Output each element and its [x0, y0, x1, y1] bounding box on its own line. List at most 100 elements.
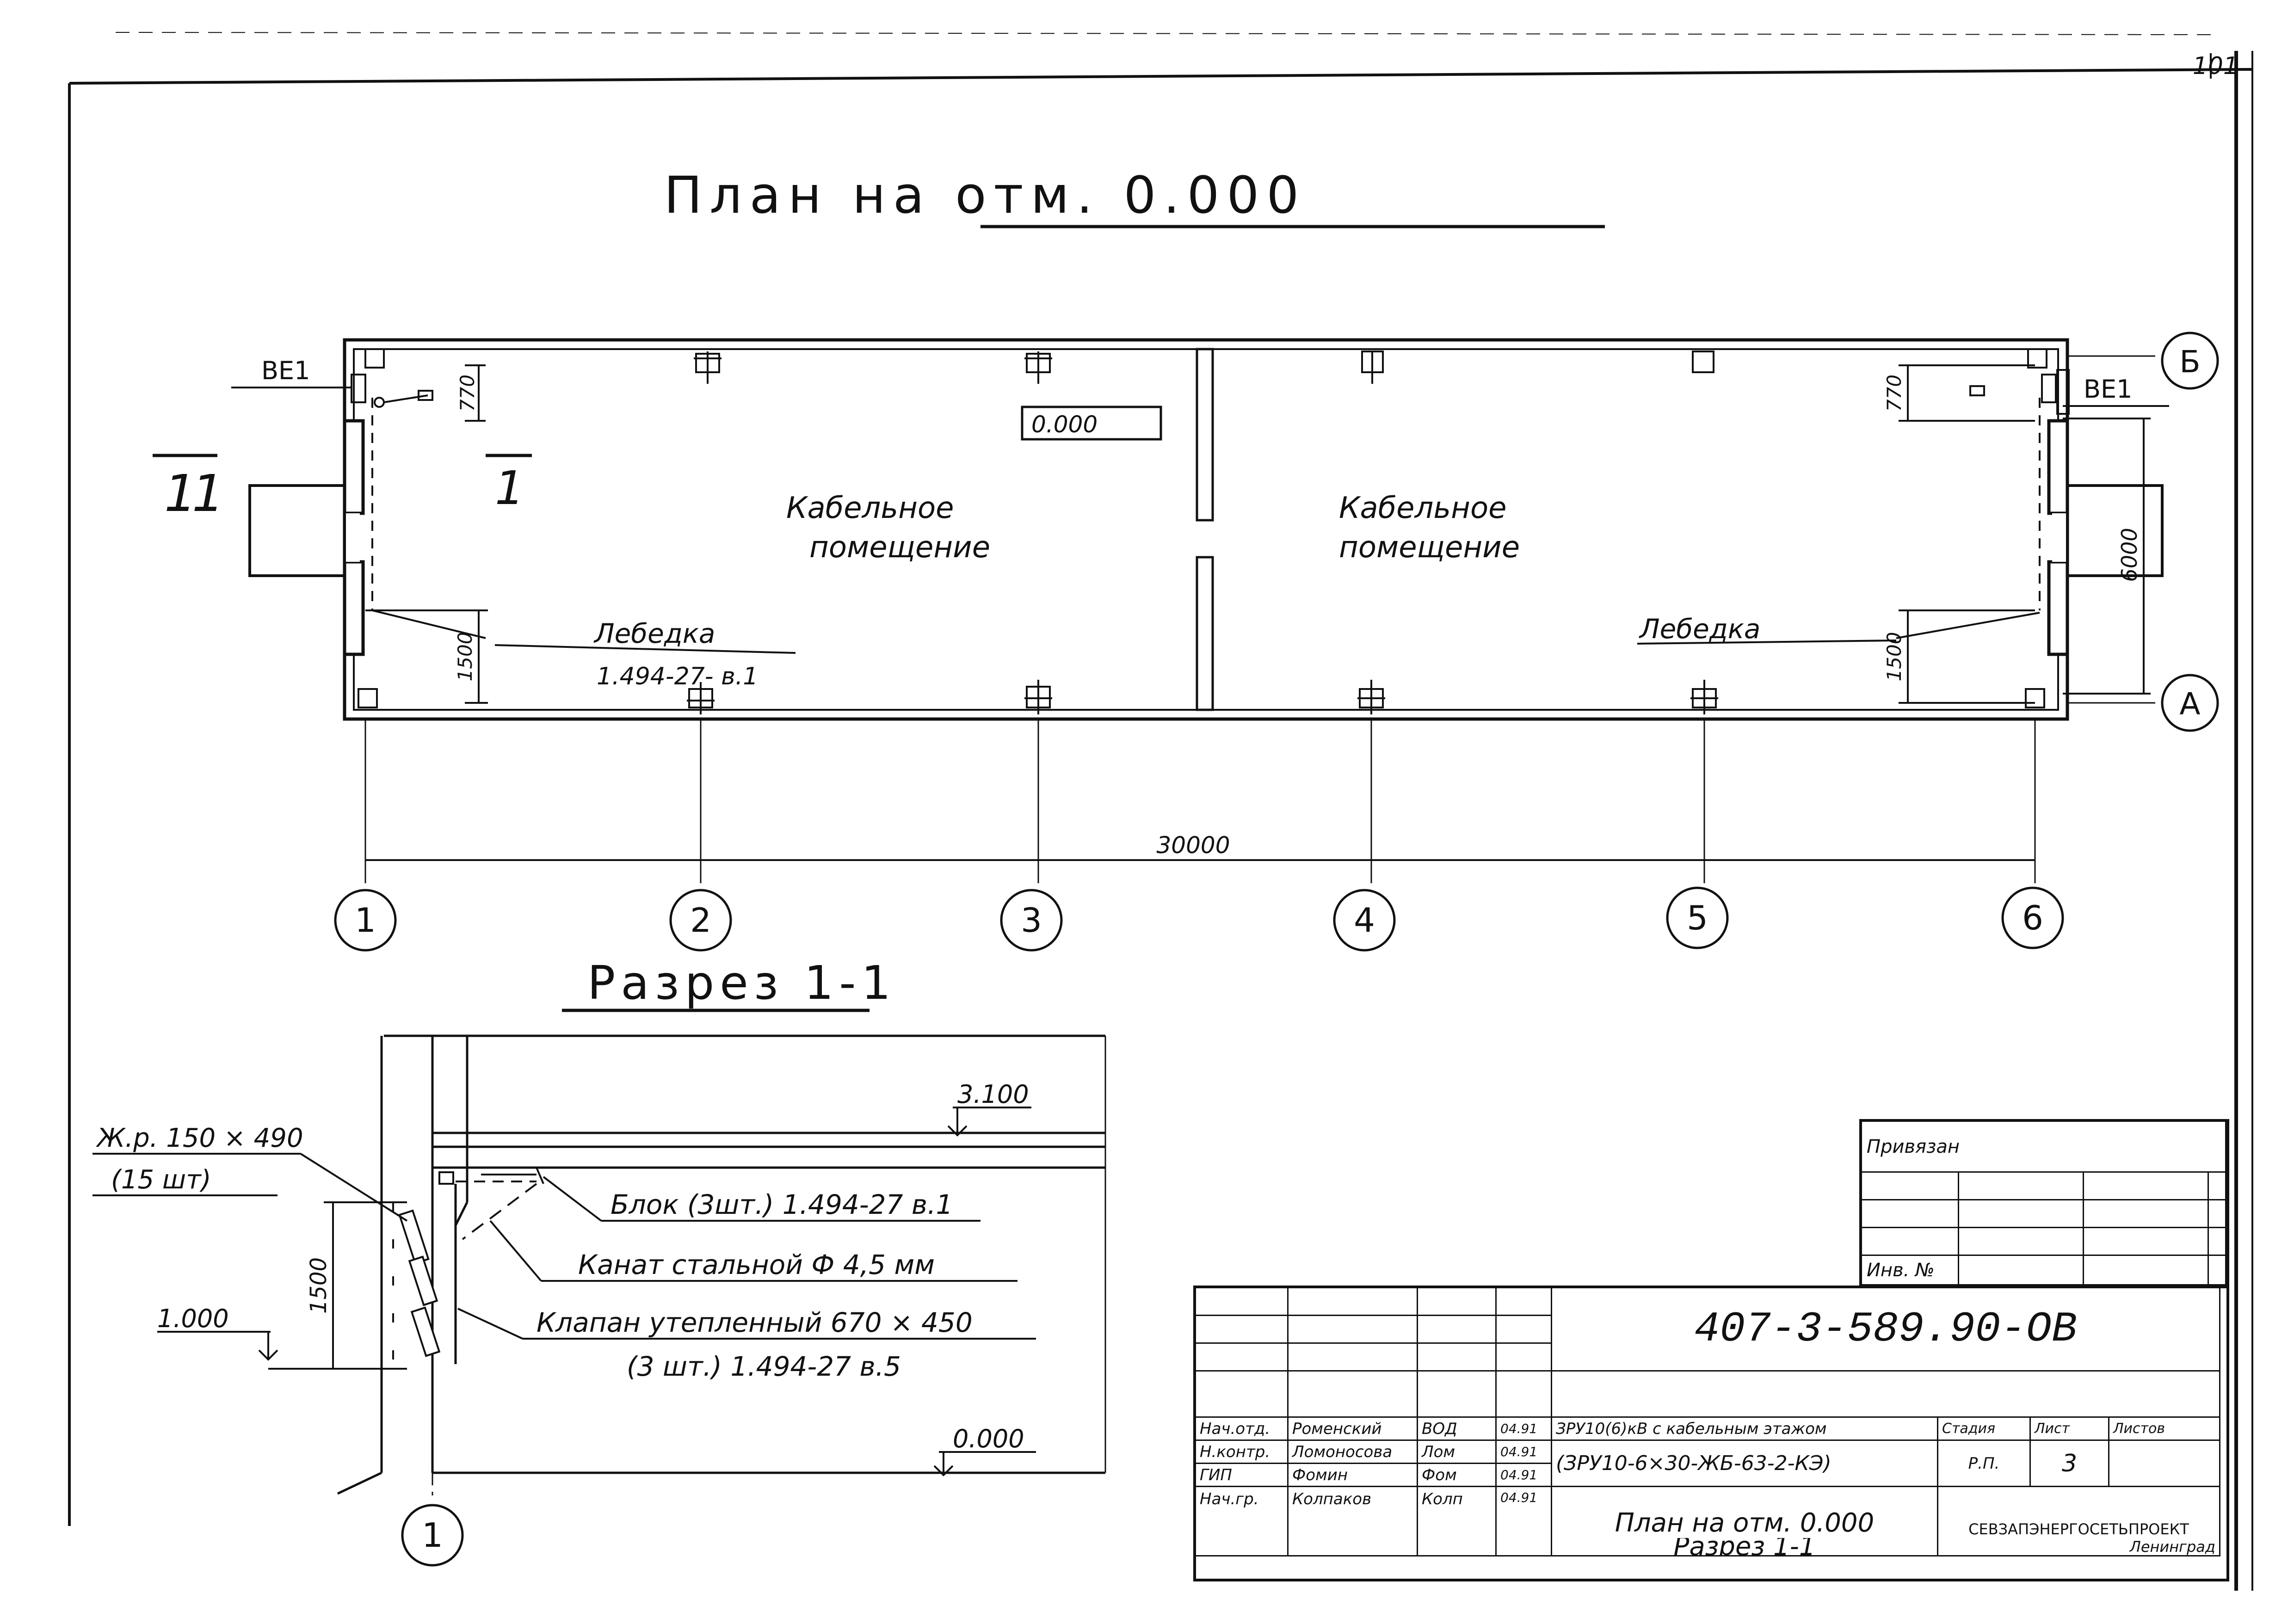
axis-row-b: Б [2179, 344, 2200, 380]
room-left-line2: помещение [809, 530, 990, 565]
callout-rope-leader [489, 1220, 542, 1282]
person-date: 04.91 [1497, 1441, 1552, 1464]
person-role: Н.контр. [1196, 1441, 1289, 1464]
plan-axis-lines [364, 355, 2155, 883]
axis-col-4: 4 [1354, 901, 1375, 940]
axis-col-6: 6 [2022, 898, 2043, 937]
stage-label: Стадия [1938, 1418, 2031, 1441]
section-valve-blades [392, 1202, 441, 1369]
winch-left-ref: 1.494-27- в.1 [597, 663, 758, 690]
sheet-value: 3 [2031, 1441, 2109, 1487]
org-city: Ленинград [1938, 1538, 2220, 1556]
stage-value: Р.П. [1938, 1441, 2031, 1487]
section-mark-right: 1 [495, 461, 524, 515]
person-name: Фомин [1289, 1464, 1418, 1487]
person-date: 04.91 [1497, 1487, 1552, 1556]
attach-cell [2209, 1173, 2226, 1200]
section-mark-left-b: 1 [192, 464, 224, 523]
section-level-top: 3.100 [957, 1080, 1029, 1109]
tb-cell [1289, 1316, 1418, 1344]
title-block: 407-3-589.90-ОВ Нач.отд. Роменский ВОД 0… [1193, 1286, 2229, 1581]
section-levels [157, 1107, 1036, 1476]
tb-cell [1418, 1316, 1497, 1344]
tb-cell [1418, 1372, 1497, 1418]
axis-bubbles [334, 332, 2219, 952]
axis-row-a: А [2179, 686, 2200, 722]
section-axis-label: 1 [422, 1516, 443, 1555]
attach-label: Привязан [1862, 1122, 2226, 1173]
axis-col-5: 5 [1687, 898, 1708, 937]
tb-cell [1497, 1344, 1552, 1372]
attach-inv-label: Инв. № [1862, 1256, 1959, 1286]
plan-winch-gear [351, 369, 2070, 639]
drawing-title-1: План на отм. 0.000 [1552, 1487, 1938, 1538]
winch-left-leader [494, 644, 796, 654]
tb-cell [1497, 1316, 1552, 1344]
attach-cell [2084, 1256, 2209, 1286]
drawing-code: 407-3-589.90-ОВ [1552, 1288, 2220, 1372]
attach-cell [2084, 1173, 2209, 1200]
plan-dim-1500-right: 1500 [1883, 632, 1906, 682]
section-title: Разрез 1-1 [587, 956, 896, 1010]
drawing-title-2: Разрез 1-1 [1552, 1538, 1938, 1556]
room-right-line2: помещение [1339, 530, 1520, 565]
project-code: (ЗРУ10-6×30-ЖБ-63-2-КЭ) [1552, 1441, 1938, 1487]
sheets-value [2109, 1441, 2220, 1487]
tb-cell [1418, 1288, 1497, 1316]
plan-door-gap-right [2052, 513, 2066, 562]
attach-cell [2209, 1256, 2226, 1286]
attach-cell [2209, 1228, 2226, 1256]
plan-dim-30000: 30000 [1156, 832, 1230, 859]
plan-columns [358, 348, 2047, 714]
room-left-line1: Кабельное [786, 491, 954, 525]
plan-elevation: 0.000 [1031, 411, 1098, 438]
person-role: Нач.гр. [1196, 1487, 1289, 1556]
attachment-block: Привязан Инв. № [1859, 1119, 2229, 1286]
person-role: ГИП [1196, 1464, 1289, 1487]
axis-col-3: 3 [1021, 901, 1042, 940]
person-sign: Фом [1418, 1464, 1497, 1487]
section-mark-left: 1 [164, 464, 197, 523]
callout-rib-leader [300, 1153, 408, 1222]
vent-right-label: BE1 [2084, 375, 2133, 404]
person-date: 04.91 [1497, 1464, 1552, 1487]
plan-dim-1500-left: 1500 [454, 632, 476, 682]
tb-cell [1196, 1316, 1289, 1344]
attach-cell [1959, 1256, 2084, 1286]
section-dim-1500: 1500 [306, 1257, 332, 1314]
attach-cell [1862, 1200, 1959, 1228]
plan-dim-770-right: 770 [1883, 375, 1906, 412]
axis-col-2: 2 [690, 901, 711, 940]
plan-dim-6000: 6000 [2117, 528, 2142, 582]
winch-right-label: Лебедка [1639, 613, 1760, 645]
plan-dimensions [365, 364, 2151, 861]
person-name: Колпаков [1289, 1487, 1418, 1556]
attach-cell [1862, 1228, 1959, 1256]
callout-valve: Клапан утепленный 670 × 450 [536, 1307, 973, 1338]
tb-cell [1418, 1344, 1497, 1372]
attach-cell [1959, 1173, 2084, 1200]
person-sign: Колп [1418, 1487, 1497, 1556]
tb-cell [1289, 1288, 1418, 1316]
section-level-mid: 1.000 [157, 1304, 229, 1333]
section-axis-bubble [401, 1504, 464, 1567]
plan-walls [248, 338, 2164, 721]
tb-cell [1289, 1344, 1418, 1372]
tb-cell [1497, 1288, 1552, 1316]
org-name: СЕВЗАПЭНЕРГОСЕТЬПРОЕКТ [1938, 1487, 2220, 1538]
plan-title: План на отм. 0.000 [664, 166, 1307, 225]
person-name: Ломоносова [1289, 1441, 1418, 1464]
attach-cell [2084, 1200, 2209, 1228]
sheet-number: 101 [2193, 52, 2238, 80]
callout-valve-ref: (3 шт.) 1.494-27 в.5 [627, 1351, 901, 1382]
plan-dim-770-left: 770 [456, 375, 479, 412]
sheets-label: Листов [2109, 1418, 2220, 1441]
vent-left-label: BE1 [261, 356, 310, 385]
attach-cell [2084, 1228, 2209, 1256]
tb-cell [1196, 1288, 1289, 1316]
callout-rope: Канат стальной Ф 4,5 мм [578, 1249, 935, 1280]
person-sign: Лом [1418, 1441, 1497, 1464]
attach-cell [1959, 1200, 2084, 1228]
